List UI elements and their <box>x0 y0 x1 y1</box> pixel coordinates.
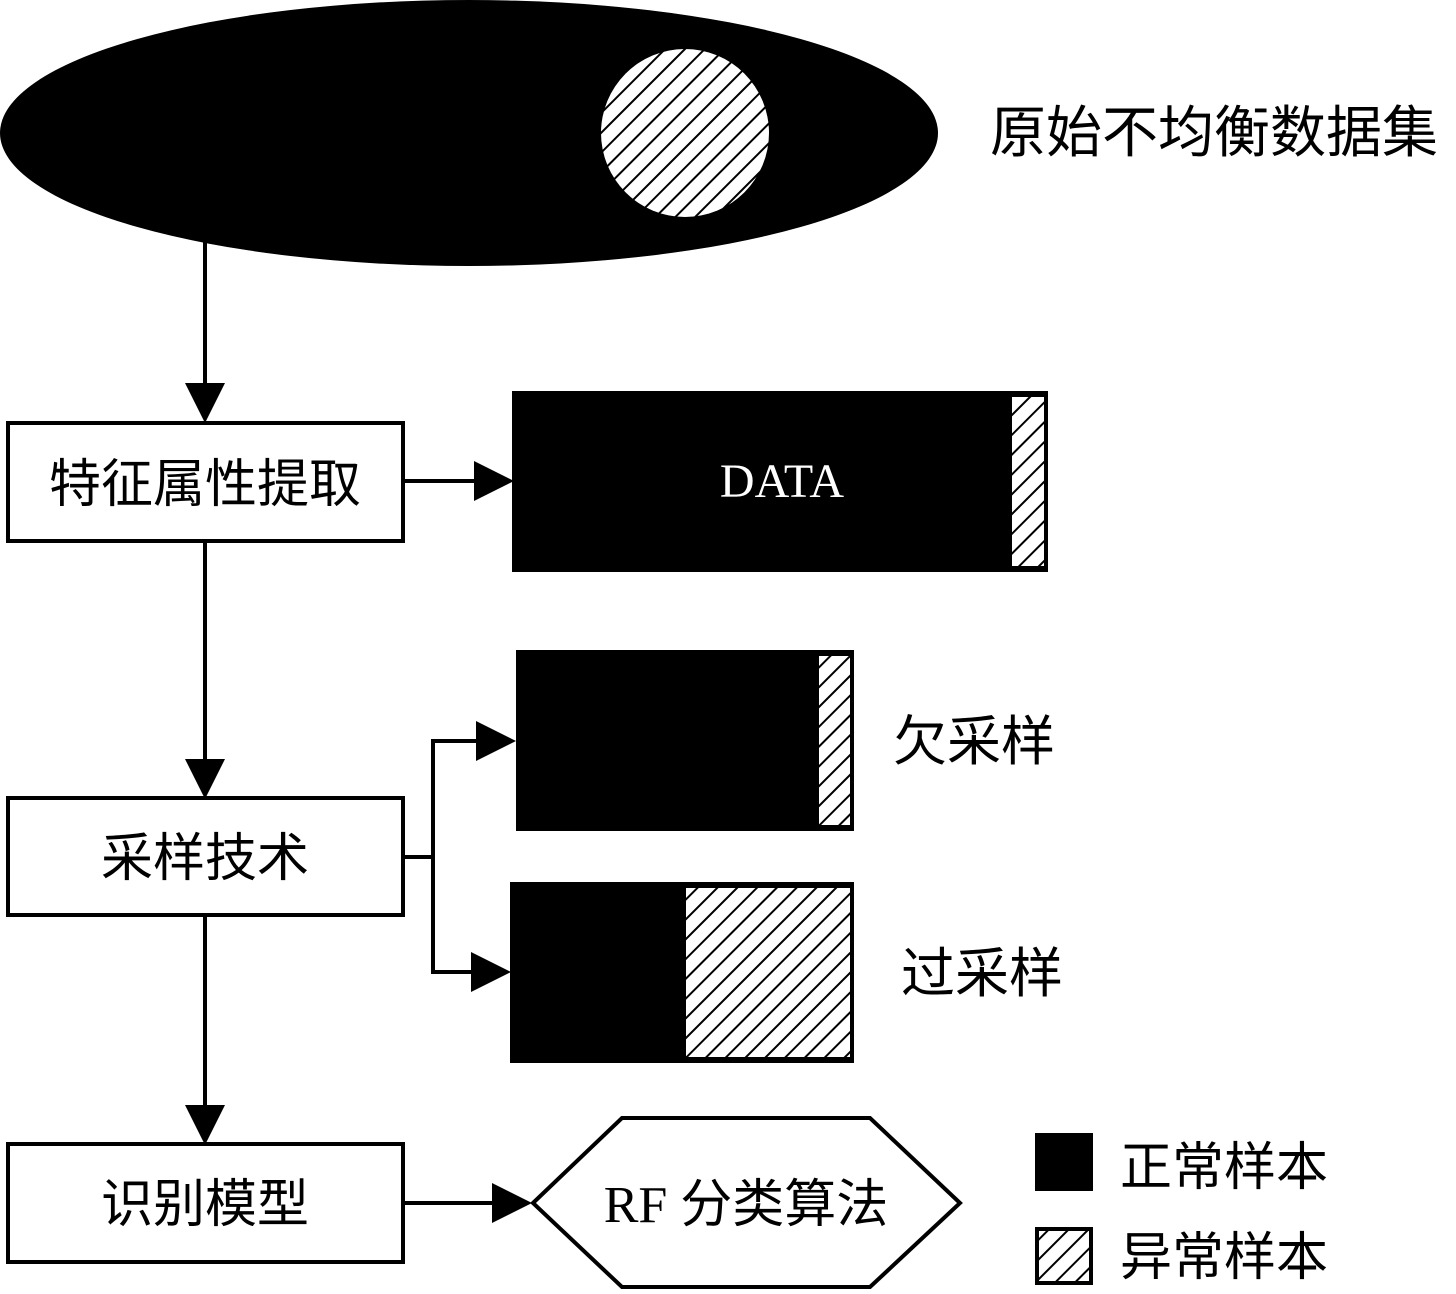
undersampling-block <box>516 650 854 831</box>
abnormal-sample-circle <box>601 49 769 217</box>
recognition-model-label: 识别模型 <box>101 1177 309 1234</box>
oversampling-label: 过采样 <box>901 944 1063 1004</box>
oversampling-abnormal <box>682 884 854 1061</box>
data-block-abnormal <box>1008 393 1048 570</box>
undersampling-normal <box>516 650 854 831</box>
sampling-label: 采样技术 <box>101 831 309 888</box>
normal-sample-ellipse <box>0 0 938 266</box>
legend-abnormal-swatch <box>1035 1227 1093 1285</box>
oversampling-block <box>510 882 854 1063</box>
legend-normal-swatch <box>1035 1133 1093 1191</box>
data-block: DATA <box>512 391 1048 572</box>
feature-extraction-label: 特征属性提取 <box>49 457 361 514</box>
classifier-label: RF 分类算法 <box>604 1177 889 1234</box>
dataset-label: 原始不均衡数据集 <box>990 103 1438 165</box>
legend: 正常样本 异常样本 <box>1035 1133 1328 1287</box>
feature-extraction-box: 特征属性提取 <box>6 421 405 543</box>
data-block-normal <box>512 391 1048 572</box>
imbalanced-dataset <box>0 0 938 266</box>
sampling-branch-connector <box>403 721 516 992</box>
undersampling-label: 欠采样 <box>893 712 1055 772</box>
undersampling-abnormal <box>815 652 854 829</box>
legend-abnormal-label: 异常样本 <box>1120 1230 1328 1287</box>
sampling-box: 采样技术 <box>6 796 405 917</box>
recognition-model-box: 识别模型 <box>6 1142 405 1264</box>
classifier-hexagon: RF 分类算法 <box>530 1116 963 1289</box>
data-block-label: DATA <box>720 455 844 508</box>
legend-normal-label: 正常样本 <box>1120 1140 1328 1197</box>
